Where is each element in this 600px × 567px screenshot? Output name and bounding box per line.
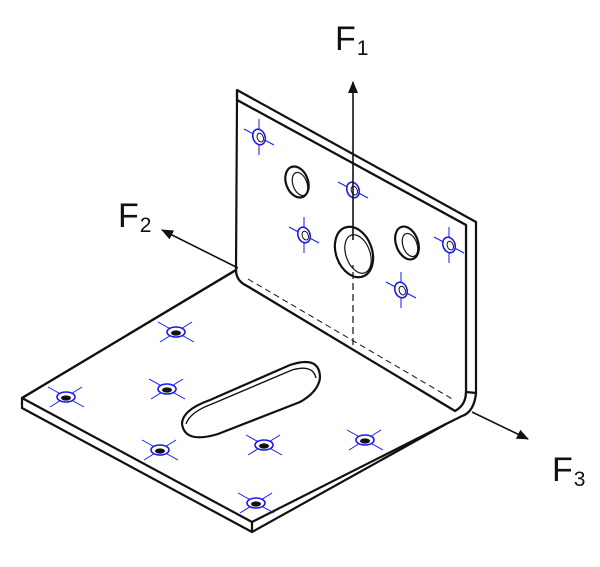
nail-mark-icon <box>433 227 465 263</box>
nail-mark-icon <box>245 434 283 456</box>
nail-mark-icon <box>157 321 195 343</box>
vertical-plate-holes <box>284 165 420 279</box>
force-label-f3: F3 <box>552 451 586 491</box>
nail-mark-icon <box>243 119 275 155</box>
nail-mark-icon <box>385 272 417 308</box>
nail-mark-icon <box>288 217 320 253</box>
force-label-f1: F1 <box>335 20 369 60</box>
nail-mark-icon <box>47 386 85 408</box>
nail-mark-icon <box>346 429 384 451</box>
force-arrow-f3 <box>471 411 529 440</box>
base-plate-fastener-marks <box>47 321 384 514</box>
force-label-f2: F2 <box>118 197 152 237</box>
nail-mark-icon <box>148 378 186 400</box>
base-slot <box>180 360 322 439</box>
nail-mark-icon <box>237 492 275 514</box>
vertical-plate-fastener-marks <box>243 119 465 308</box>
force-arrow-f2 <box>161 229 239 269</box>
nail-mark-icon <box>141 439 179 461</box>
